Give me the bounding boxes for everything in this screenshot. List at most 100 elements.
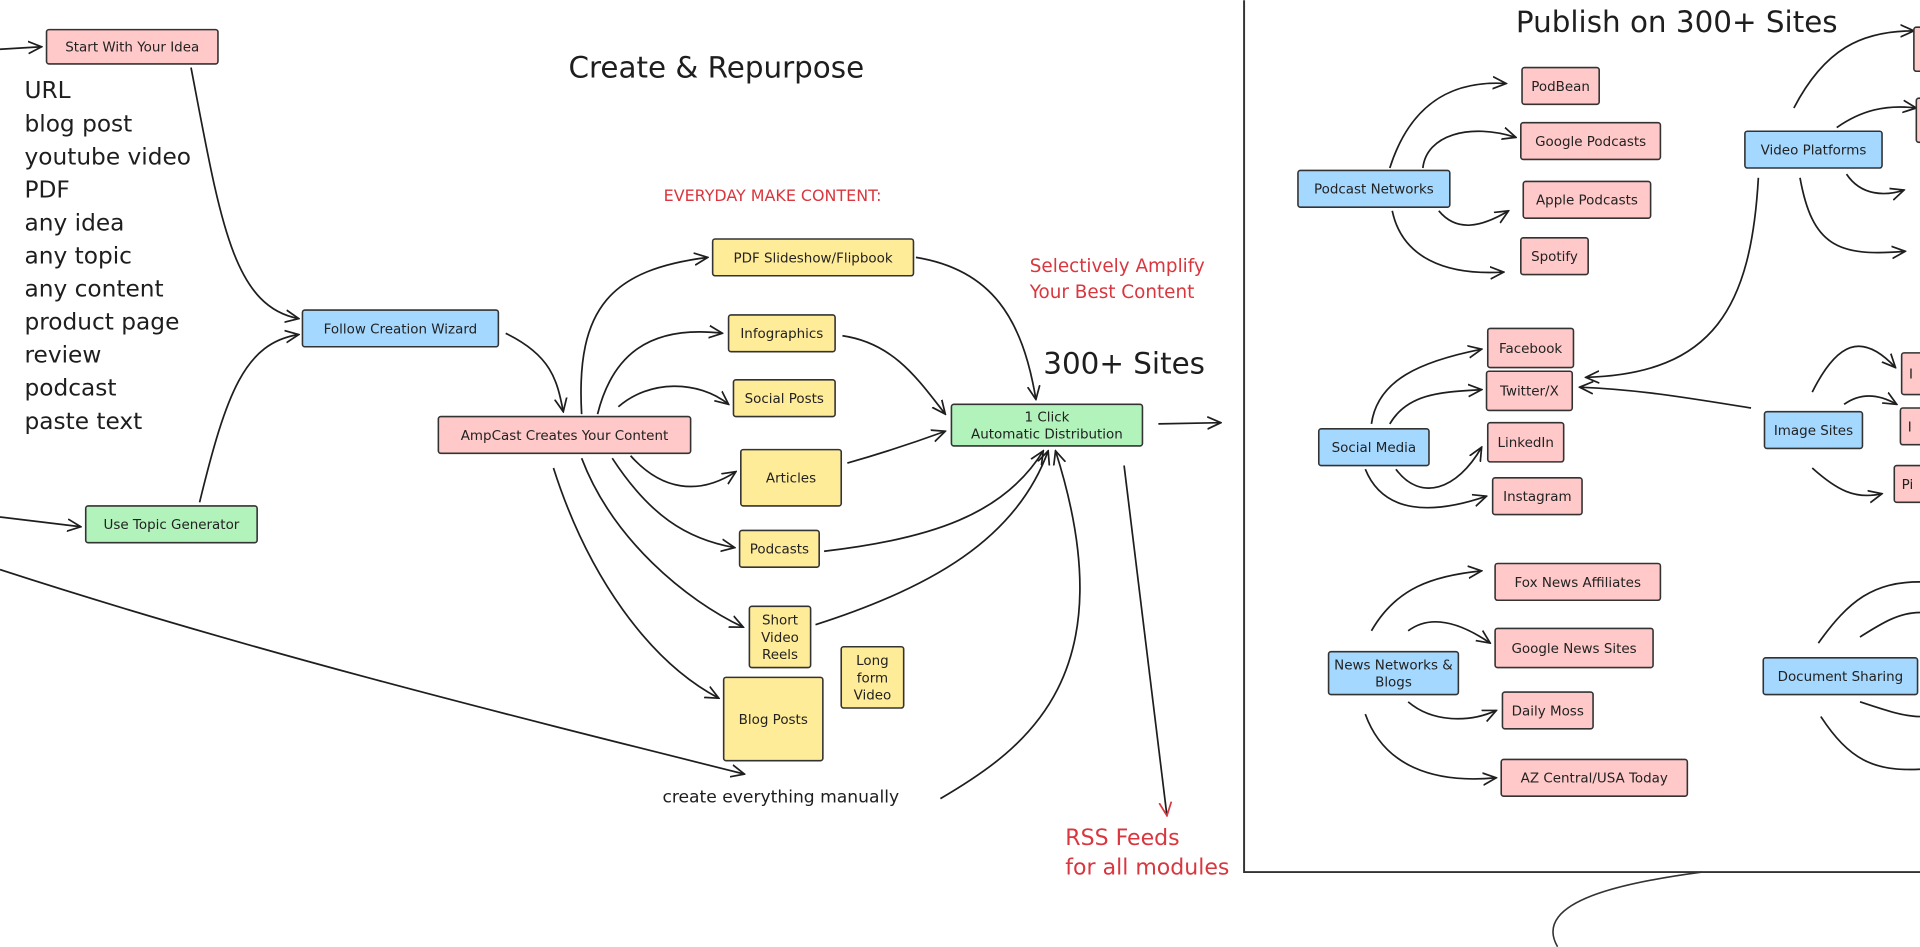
node-start[interactable]: Start With Your Idea [45,28,219,65]
node-shape [1744,130,1883,169]
node-label: I [1909,368,1913,383]
node-articles[interactable]: Articles [740,448,843,507]
edge-amp-reels [580,457,744,627]
node-dailymoss[interactable]: Daily Moss [1501,691,1594,730]
edge-sm-facebook [1370,349,1481,425]
node-label: I [1908,420,1912,435]
node-ampcast[interactable]: AmpCast Creates Your Content [437,415,692,455]
edge-amp-podcasts [611,457,734,547]
node-gpod[interactable]: Google Podcasts [1520,121,1662,161]
edge-video-3 [1845,173,1905,193]
node-shape [1500,758,1689,797]
publish-frame-border [1243,0,1920,874]
node-video[interactable]: Video Platforms [1744,130,1883,169]
rss-label-1: RSS Feeds [1065,826,1179,851]
node-spotify[interactable]: Spotify [1520,236,1589,276]
node-shape [1486,327,1575,369]
node-fox[interactable]: Fox News Affiliates [1494,562,1662,602]
node-label: Pi [1902,478,1914,493]
node-shape [950,403,1144,447]
node-shape [45,28,219,65]
node-label: Facebook [1499,342,1562,357]
edge-amp-pdf [580,257,708,415]
node-podbean[interactable]: PodBean [1521,66,1600,106]
node-instagram[interactable]: Instagram [1491,476,1583,516]
node-shape [1763,410,1864,450]
edge-docs-4 [1820,716,1920,771]
node-apod[interactable]: Apple Podcasts [1522,180,1652,219]
create-repurpose-title: Create & Repurpose [568,50,864,84]
edge-topic-wizard [198,335,299,503]
input-type-item: any idea [24,209,124,236]
node-socialmedia[interactable]: Social Media [1317,428,1430,467]
edge-info-dist [842,334,945,414]
edge-podcasts-dist [823,451,1043,553]
node-image[interactable]: Image Sites [1763,410,1864,450]
node-label: Google News Sites [1511,642,1636,657]
node-shape [732,379,836,418]
node-shape [84,505,258,544]
node-img2[interactable]: I [1899,407,1920,446]
node-facebook[interactable]: Facebook [1486,327,1575,369]
edge-image-1 [1811,345,1895,393]
input-type-item: product page [24,309,179,336]
node-twitter[interactable]: Twitter/X [1485,370,1574,412]
input-type-item: youtube video [24,143,191,170]
node-blog[interactable]: Blog Posts [722,676,824,762]
node-topic[interactable]: Use Topic Generator [84,505,258,544]
node-label: Start With Your Idea [65,41,199,56]
node-label: Twitter/X [1499,385,1559,400]
node-shape [1520,236,1589,276]
node-label: Spotify [1531,250,1578,265]
node-label: Fox News Affiliates [1515,576,1641,591]
node-news[interactable]: News Networks &Blogs [1327,650,1460,696]
node-docs[interactable]: Document Sharing [1762,656,1919,696]
node-podcasts[interactable]: Podcasts [738,529,820,568]
node-shape [1521,66,1600,106]
edge-video-4 [1799,177,1905,253]
node-label: AmpCast Creates Your Content [461,429,669,444]
node-info[interactable]: Infographics [727,314,836,353]
node-shape [1491,476,1583,516]
node-label: Follow Creation Wizard [324,322,478,337]
input-type-item: podcast [24,375,116,402]
node-label: LinkedIn [1498,436,1554,451]
node-vid1[interactable] [0,0,1920,73]
node-label: Blog Posts [739,713,808,728]
node-linkedin[interactable]: LinkedIn [1486,421,1565,463]
amplify-label-1: Selectively Amplify [1030,256,1205,277]
node-label: Use Topic Generator [104,518,240,533]
edge-video-twitter [1586,177,1760,378]
edge-docs-3 [1859,701,1920,718]
node-label: Daily Moss [1512,704,1584,719]
edge-video-1 [1793,31,1914,109]
node-label: Document Sharing [1778,670,1904,685]
node-shape [740,448,843,507]
node-pdf[interactable]: PDF Slideshow/Flipbook [711,238,915,277]
node-shape [1899,407,1920,446]
node-vid2[interactable] [0,0,1920,144]
input-type-item: URL [24,77,70,104]
node-wizard[interactable]: Follow Creation Wizard [301,309,500,348]
node-label: Instagram [1503,490,1571,505]
edge-amp-blog [552,467,718,698]
node-azc[interactable]: AZ Central/USA Today [1500,758,1689,797]
input-type-item: blog post [24,110,132,137]
node-shape [1893,464,1920,504]
node-label: Infographics [740,327,823,342]
node-gnews[interactable]: Google News Sites [1494,627,1654,669]
node-shape [748,605,812,669]
node-img1[interactable]: I [1900,352,1920,396]
input-type-item: any topic [24,243,131,270]
node-social-posts[interactable]: Social Posts [732,379,836,418]
node-podnet[interactable]: Podcast Networks [1297,169,1451,208]
node-shape [1494,562,1662,602]
node-shape [840,645,905,709]
node-shape [301,309,500,348]
node-img3[interactable]: Pi [1893,464,1920,504]
